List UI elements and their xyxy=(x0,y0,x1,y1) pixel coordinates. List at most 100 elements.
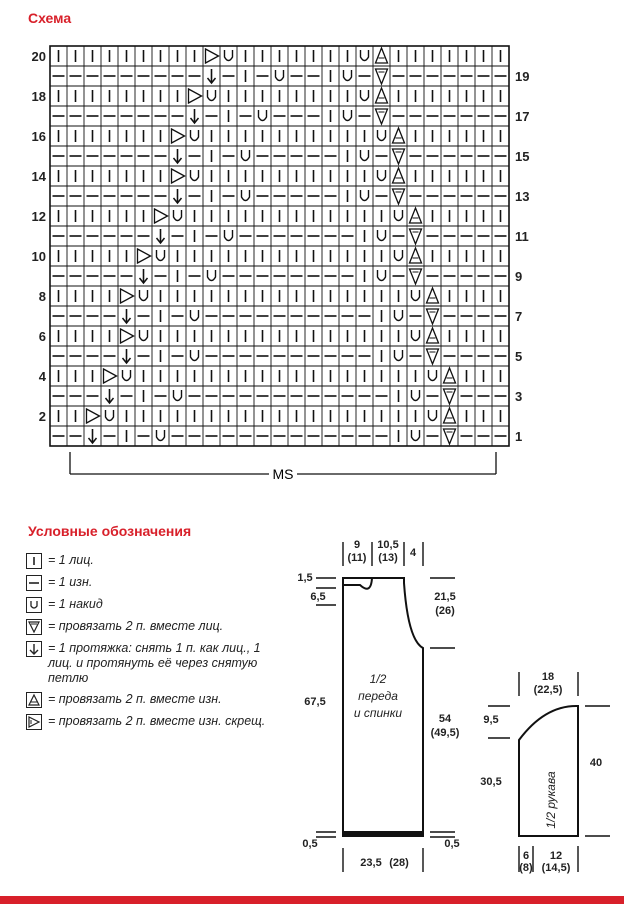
sleeve-label: 1/2 рукава xyxy=(544,771,558,829)
purl-2-together-stitch xyxy=(374,86,389,104)
svg-text:0,5: 0,5 xyxy=(302,838,317,850)
row-number-left: 20 xyxy=(31,49,46,64)
sleeve-piece: 1/2 рукава xyxy=(518,704,579,837)
yarn-over-stitch xyxy=(206,270,217,282)
yarn-over-stitch xyxy=(172,210,183,222)
row-number-left: 16 xyxy=(31,129,46,144)
yarn-over-stitch xyxy=(274,70,285,82)
yarn-over-stitch xyxy=(104,410,115,422)
svg-text:0,5: 0,5 xyxy=(444,838,459,850)
row-number-right: 7 xyxy=(515,309,523,324)
arrow-head xyxy=(189,117,200,125)
arrow-head xyxy=(138,277,149,285)
row-number-right: 9 xyxy=(515,269,523,284)
purl-2-together-stitch xyxy=(425,286,440,304)
row-number-right: 15 xyxy=(515,149,530,164)
yarn-over-stitch xyxy=(393,310,404,322)
arrow-head xyxy=(172,197,183,205)
legend-item-purl: = 1 изн. xyxy=(26,575,286,591)
svg-text:10,5: 10,5 xyxy=(377,539,398,551)
sleeve-dimension-lines xyxy=(488,672,610,872)
svg-text:6: 6 xyxy=(523,850,529,862)
legend-item-knit: = 1 лиц. xyxy=(26,553,286,569)
knit-2-together-stitch xyxy=(391,148,406,166)
knit-2-together-stitch xyxy=(374,68,389,86)
yarn-over-stitch xyxy=(427,410,438,422)
yarn-over-stitch xyxy=(393,350,404,362)
arrow-head xyxy=(87,437,98,445)
row-number-left: 2 xyxy=(38,409,46,424)
svg-text:67,5: 67,5 xyxy=(304,696,325,708)
arrow-head xyxy=(104,397,115,405)
yarn-over-stitch xyxy=(359,50,370,62)
svg-text:9: 9 xyxy=(354,539,360,551)
svg-text:(8): (8) xyxy=(519,862,533,874)
yarn-over-stitch xyxy=(359,150,370,162)
row-number-right: 19 xyxy=(515,69,530,84)
row-number-left: 6 xyxy=(38,329,46,344)
yarn-over-stitch xyxy=(393,210,404,222)
purl-2-together-stitch xyxy=(391,166,406,184)
legend-item-p2tog-tbl: = провязать 2 п. вместе изн. скрещ. xyxy=(26,714,286,730)
ms-label: MS xyxy=(273,466,294,482)
yarn-over-stitch xyxy=(240,190,251,202)
knit-2-together-stitch xyxy=(408,268,423,286)
knit-2-together-stitch xyxy=(408,228,423,246)
knit-2-together-symbol-icon xyxy=(26,619,42,635)
knit-2-together-stitch xyxy=(425,348,440,366)
svg-text:(13): (13) xyxy=(378,552,398,564)
purl-2-together-stitch xyxy=(442,406,457,424)
svg-text:(11): (11) xyxy=(348,552,367,564)
legend: = 1 лиц. = 1 изн. = 1 накид = провязать … xyxy=(26,553,286,736)
yarn-over-symbol-icon xyxy=(26,597,42,613)
purl-2-together-symbol-icon xyxy=(26,692,42,708)
purl-2-together-stitch xyxy=(374,46,389,64)
bottom-accent-bar xyxy=(0,896,624,904)
yarn-over-stitch xyxy=(410,390,421,402)
svg-text:(28): (28) xyxy=(389,857,409,869)
row-number-right: 11 xyxy=(515,229,529,244)
purl-2-together-twisted-stitch xyxy=(85,407,101,425)
row-number-right: 1 xyxy=(515,429,523,444)
knit-2-together-stitch xyxy=(442,388,457,406)
purl-symbol-icon xyxy=(26,575,42,591)
purl-2-together-twisted-stitch xyxy=(119,327,135,345)
knit-symbol-icon xyxy=(26,553,42,569)
purl-2-together-stitch xyxy=(408,206,423,224)
yarn-over-stitch xyxy=(223,230,234,242)
yarn-over-stitch xyxy=(189,130,200,142)
sleeve-dimension-labels: 18 (22,5) 9,5 40 30,5 6 (8) 12 (14,5) xyxy=(480,671,602,874)
arrow-head xyxy=(121,357,132,365)
arrow-head xyxy=(121,317,132,325)
yarn-over-stitch xyxy=(427,370,438,382)
purl-2-together-twisted-stitch xyxy=(187,87,203,105)
svg-text:9,5: 9,5 xyxy=(483,714,498,726)
svg-text:40: 40 xyxy=(590,757,602,769)
legend-title: Условные обозначения xyxy=(28,523,192,539)
yarn-over-stitch xyxy=(189,350,200,362)
knit-2-together-stitch xyxy=(374,108,389,126)
body-label-1: 1/2 xyxy=(370,672,387,686)
svg-text:1,5: 1,5 xyxy=(297,572,312,584)
yarn-over-stitch xyxy=(257,110,268,122)
row-number-left: 14 xyxy=(31,169,46,184)
yarn-over-stitch xyxy=(240,150,251,162)
legend-item-k2tog: = провязать 2 п. вместе лиц. xyxy=(26,619,286,635)
yarn-over-stitch xyxy=(138,290,149,302)
yarn-over-stitch xyxy=(121,370,132,382)
svg-text:30,5: 30,5 xyxy=(480,776,501,788)
purl-2-together-twisted-stitch xyxy=(204,47,220,65)
yarn-over-stitch xyxy=(223,50,234,62)
yarn-over-stitch xyxy=(376,170,387,182)
knit-2-together-stitch xyxy=(442,428,457,446)
row-number-right: 5 xyxy=(515,349,523,364)
yarn-over-stitch xyxy=(189,170,200,182)
yarn-over-stitch xyxy=(342,110,353,122)
row-number-right: 13 xyxy=(515,189,530,204)
yarn-over-stitch xyxy=(410,330,421,342)
arrow-head xyxy=(206,77,217,85)
knitting-chart: MS xyxy=(49,45,510,482)
yarn-over-stitch xyxy=(342,70,353,82)
yarn-over-stitch xyxy=(155,250,166,262)
body-label-2: переда xyxy=(358,689,398,703)
